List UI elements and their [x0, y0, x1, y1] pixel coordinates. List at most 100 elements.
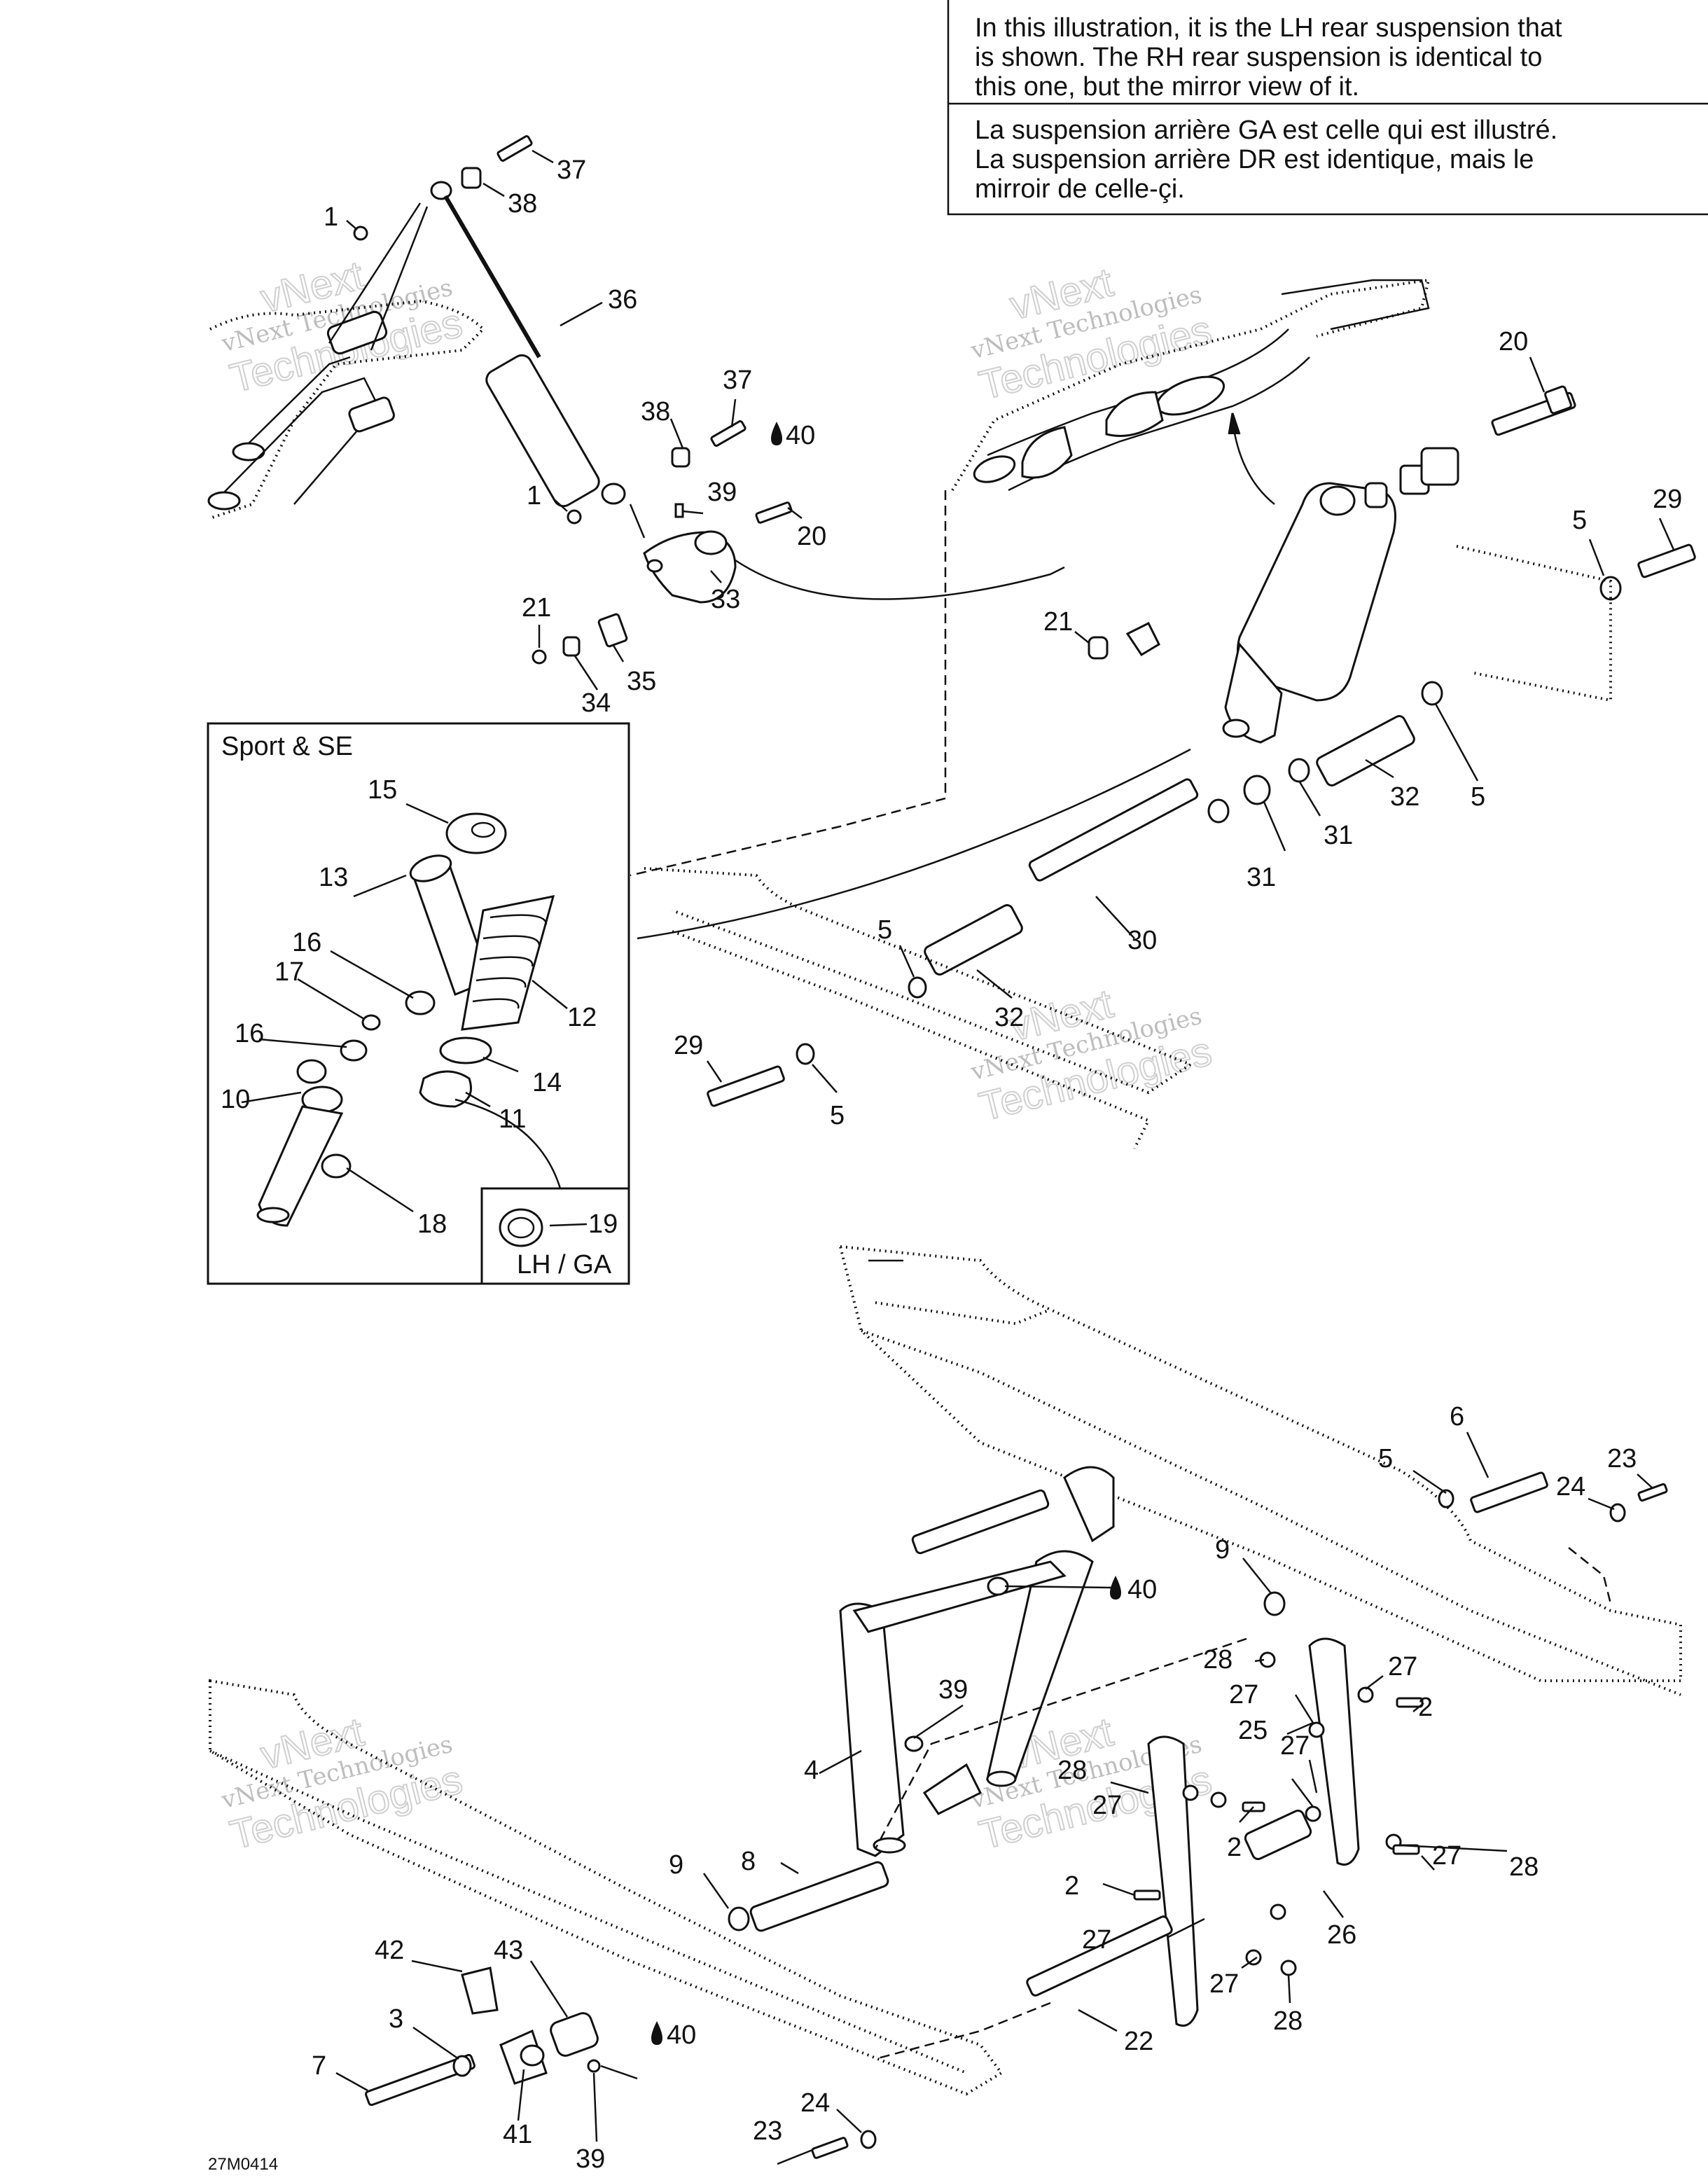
callout-40: 40 [786, 421, 815, 450]
callout-33: 33 [711, 585, 740, 614]
callout-23: 23 [1607, 1444, 1637, 1473]
part-25-links [1026, 1637, 1424, 2027]
callout-16: 16 [292, 928, 321, 957]
callout-42: 42 [375, 1936, 404, 1965]
note-french-line-1: La suspension arrière GA est celle qui e… [975, 116, 1557, 145]
callout-14: 14 [532, 1068, 562, 1097]
callout-1: 1 [324, 202, 338, 232]
callout-40: 40 [1127, 1575, 1157, 1604]
callout-36: 36 [608, 285, 637, 314]
note-english-line-3: this one, but the mirror view of it. [975, 72, 1359, 102]
callout-31: 31 [1247, 863, 1276, 892]
callout-labels: 37 38 1 36 37 38 40 1 39 20 33 21 35 34 … [208, 155, 1682, 2174]
callout-20: 20 [797, 522, 826, 551]
callout-2: 2 [1418, 1693, 1433, 1722]
callout-leaders [241, 149, 1675, 2165]
callout-38: 38 [641, 397, 670, 426]
callout-21: 21 [522, 593, 551, 623]
callout-13: 13 [319, 863, 348, 892]
shaft-30-assembly [707, 543, 1696, 1107]
callout-26: 26 [1327, 1920, 1356, 1950]
callout-7: 7 [312, 2051, 326, 2081]
callout-24: 24 [800, 2088, 830, 2118]
inset-sub-label: LH / GA [517, 1250, 612, 1279]
callout-22: 22 [1124, 2027, 1153, 2056]
callout-12: 12 [567, 1003, 597, 1032]
oil-drop-icon [771, 422, 782, 445]
callout-9: 9 [1215, 1535, 1230, 1565]
upper-frame-rails [630, 545, 1612, 1149]
note-french-line-3: mirroir de celle-çi. [975, 174, 1185, 204]
note-french-line-2: La suspension arrière DR est identique, … [975, 145, 1534, 174]
oil-drop-icon [651, 2021, 662, 2045]
inset-title: Sport & SE [221, 732, 353, 761]
callout-2: 2 [1064, 1871, 1079, 1901]
callout-38: 38 [508, 189, 537, 219]
callout-3: 3 [389, 2004, 403, 2034]
callout-37: 37 [723, 366, 752, 395]
callout-16: 16 [235, 1019, 264, 1048]
callout-28: 28 [1273, 2006, 1303, 2036]
callout-27: 27 [1388, 1652, 1417, 1681]
callout-25: 25 [1238, 1716, 1268, 1745]
callout-23: 23 [753, 2116, 782, 2146]
note-box: In this illustration, it is the LH rear … [947, 0, 1708, 216]
part-36-shock [353, 135, 747, 525]
callout-40: 40 [667, 2020, 696, 2050]
upper-right-frame-sketch [944, 278, 1431, 798]
part-4-arm [839, 1466, 1115, 1857]
callout-2: 2 [1227, 1833, 1242, 1862]
callout-30: 30 [1127, 926, 1157, 955]
callout-10: 10 [221, 1085, 250, 1114]
oil-drop-icon [1110, 1576, 1121, 1600]
callout-17: 17 [275, 957, 304, 987]
callout-5: 5 [877, 915, 892, 945]
callout-5: 5 [1572, 506, 1587, 535]
callout-5: 5 [830, 1101, 845, 1130]
callout-15: 15 [368, 775, 397, 805]
callout-29: 29 [674, 1031, 703, 1060]
callout-19: 19 [588, 1209, 618, 1239]
callout-39: 39 [938, 1675, 968, 1705]
callout-39: 39 [576, 2144, 605, 2174]
inset-sport-se: Sport & SE LH / GA [207, 722, 630, 1285]
callout-32: 32 [994, 1003, 1024, 1032]
callout-4: 4 [804, 1756, 819, 1785]
callout-31: 31 [1324, 821, 1353, 850]
callout-6: 6 [1450, 1402, 1464, 1431]
callout-37: 37 [557, 155, 586, 185]
oil-drop-icon-group [651, 422, 1121, 2045]
callout-11: 11 [499, 1104, 526, 1134]
upper-left-frame-sketch [207, 202, 485, 520]
callout-8: 8 [741, 1847, 756, 1876]
callout-1: 1 [527, 481, 541, 511]
callout-24: 24 [1556, 1472, 1585, 1501]
callout-43: 43 [494, 1936, 523, 1965]
callout-27: 27 [1432, 1841, 1461, 1871]
callout-29: 29 [1653, 485, 1682, 514]
callout-5: 5 [1471, 782, 1485, 812]
upper-right-shock [1088, 385, 1576, 744]
note-english-line-2: is shown. The RH rear suspension is iden… [975, 43, 1542, 72]
lower-rail-right [838, 1244, 1682, 1696]
callout-34: 34 [581, 688, 611, 718]
callout-39: 39 [707, 478, 737, 507]
callout-27: 27 [1209, 1969, 1239, 1999]
callout-28: 28 [1057, 1756, 1087, 1785]
callout-35: 35 [627, 667, 656, 696]
lower-rail-left [209, 1679, 1004, 2096]
callout-27: 27 [1092, 1791, 1122, 1820]
callout-20: 20 [1499, 327, 1528, 356]
part-8-shaft [728, 1471, 1668, 1932]
callout-41: 41 [503, 2120, 532, 2149]
drawing-code: 27M0414 [208, 2155, 278, 2174]
callout-27: 27 [1280, 1731, 1310, 1761]
callout-5: 5 [1378, 1444, 1393, 1473]
note-english-line-1: In this illustration, it is the LH rear … [975, 13, 1562, 43]
callout-18: 18 [417, 1209, 447, 1239]
callout-27: 27 [1082, 1925, 1111, 1955]
callout-32: 32 [1390, 782, 1419, 812]
bolt-7-assembly [365, 1547, 1612, 2159]
